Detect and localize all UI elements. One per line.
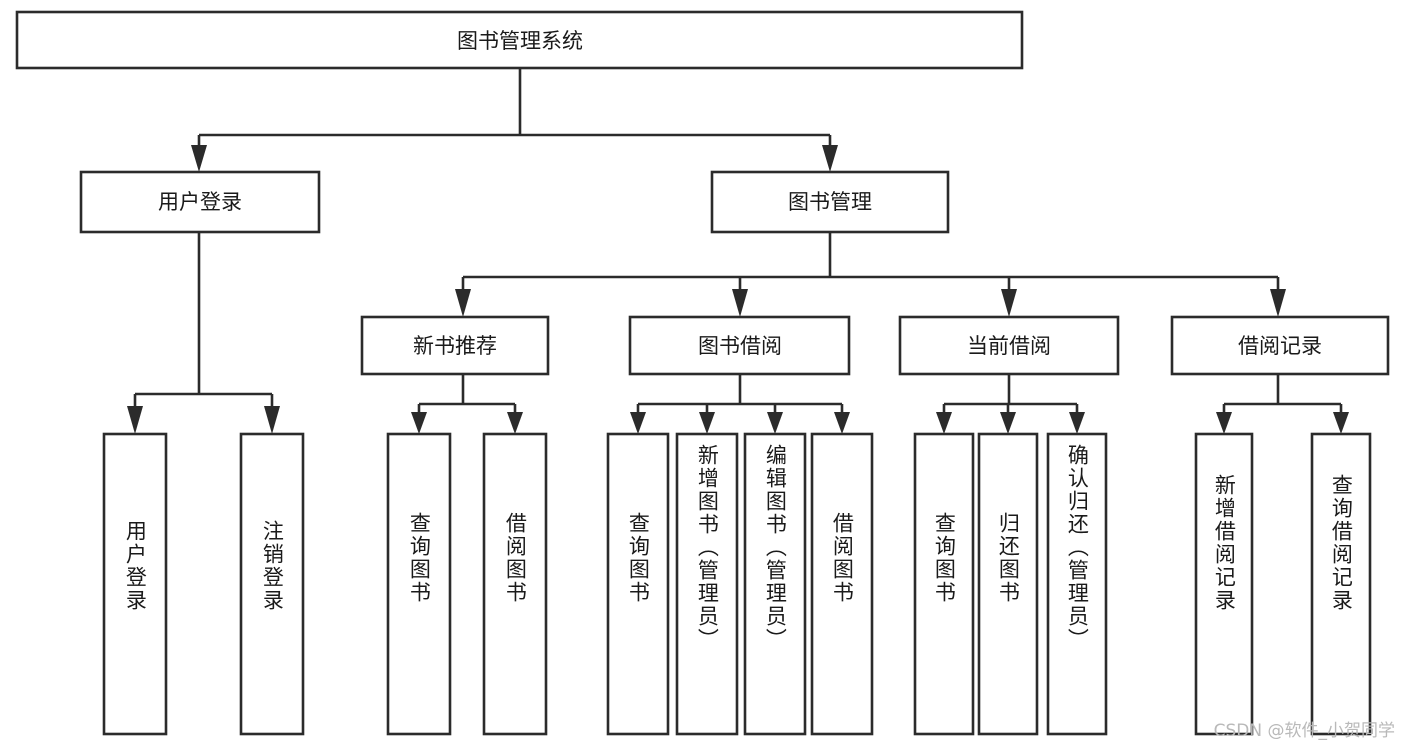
arrowhead-book-management: [822, 145, 838, 172]
node-new-book-recommend-box[interactable]: [360, 315, 550, 376]
arrowhead-new-book-recommend: [455, 289, 471, 317]
connector-layer: [127, 68, 1349, 434]
node-leaf-confirm-return-admin-box[interactable]: [1046, 432, 1108, 736]
node-book-management-box[interactable]: [710, 170, 950, 234]
arrowhead-current-borrow: [1001, 289, 1017, 317]
node-leaf-borrow-book-box[interactable]: [810, 432, 874, 736]
node-new-book-recommend-label: 新书推荐: [413, 334, 497, 358]
arrowhead-user-login: [191, 145, 207, 172]
node-leaf-borrow-book-recommend-box[interactable]: [482, 432, 548, 736]
node-leaf-query-book-borrow-box[interactable]: [606, 432, 670, 736]
node-root-box[interactable]: [15, 10, 1024, 70]
node-leaf-edit-book-admin-box[interactable]: [743, 432, 807, 736]
arrowhead-leaf-edit-book-admin: [767, 412, 783, 434]
node-leaf-logout-login-box[interactable]: [239, 432, 305, 736]
arrowhead-leaf-query-book-current: [936, 412, 952, 434]
node-root-label: 图书管理系统: [457, 29, 583, 53]
node-leaf-add-book-admin-box[interactable]: [675, 432, 739, 736]
node-book-borrow-label: 图书借阅: [698, 334, 782, 358]
arrowhead-leaf-add-borrow-record: [1216, 412, 1232, 434]
node-user-login-label: 用户登录: [158, 190, 242, 214]
node-current-borrow-label: 当前借阅: [967, 334, 1051, 358]
arrowhead-leaf-query-book-recommend: [411, 412, 427, 434]
node-leaf-add-borrow-record-box[interactable]: [1194, 432, 1254, 736]
node-leaf-query-book-recommend-box[interactable]: [386, 432, 452, 736]
arrowhead-leaf-borrow-book: [834, 412, 850, 434]
node-layer: 图书管理系统 用户登录 图书管理 新书推荐 图书借阅 当前借阅 借阅记录: [15, 10, 1390, 736]
arrowhead-leaf-confirm-return-admin: [1069, 412, 1085, 434]
node-leaf-return-book-box[interactable]: [977, 432, 1039, 736]
arrowhead-leaf-add-book-admin: [699, 412, 715, 434]
arrowhead-leaf-query-borrow-record: [1333, 412, 1349, 434]
node-user-login-box[interactable]: [79, 170, 321, 234]
node-leaf-query-book-current-box[interactable]: [913, 432, 975, 736]
node-book-borrow-box[interactable]: [628, 315, 851, 376]
arrowhead-leaf-logout-login: [264, 406, 280, 434]
arrowhead-leaf-borrow-book-recommend: [507, 412, 523, 434]
arrowhead-leaf-return-book: [1000, 412, 1016, 434]
node-book-management-label: 图书管理: [788, 190, 872, 214]
node-leaf-query-borrow-record-box[interactable]: [1310, 432, 1372, 736]
node-current-borrow-box[interactable]: [898, 315, 1120, 376]
node-leaf-user-login-box[interactable]: [102, 432, 168, 736]
arrowhead-borrow-record: [1270, 289, 1286, 317]
node-borrow-record-label: 借阅记录: [1238, 334, 1322, 358]
arrowhead-leaf-user-login: [127, 406, 143, 434]
arrowhead-leaf-query-book-borrow: [630, 412, 646, 434]
node-borrow-record-box[interactable]: [1170, 315, 1390, 376]
arrowhead-book-borrow: [732, 289, 748, 317]
